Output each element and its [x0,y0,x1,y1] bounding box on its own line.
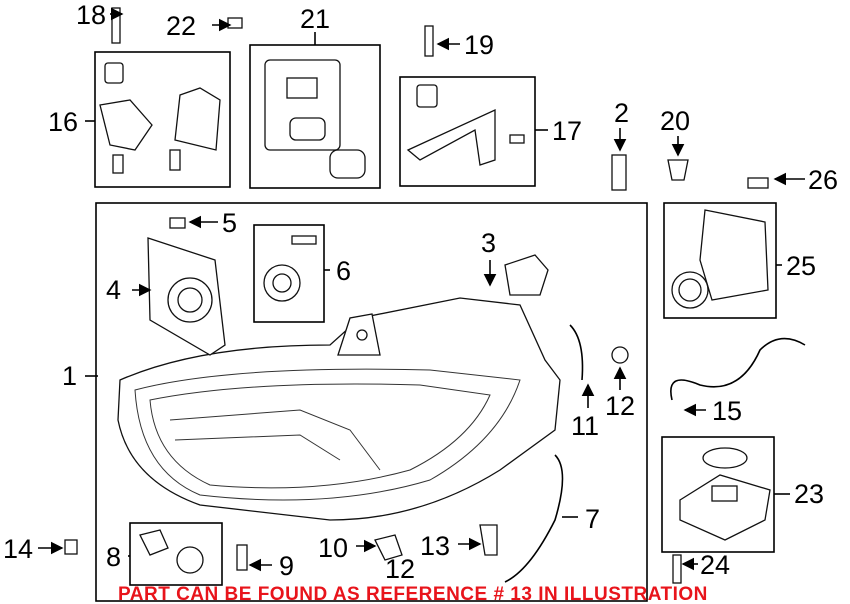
callout-20: 20 [660,106,690,136]
group-box-1 [95,202,648,602]
screw-24 [672,554,682,584]
group-box-25 [663,202,777,319]
headlight-housing [117,297,561,521]
bracket-17 [406,84,525,166]
callout-1: 1 [62,361,77,391]
control-unit-25 [671,209,769,309]
motor-6 [263,235,317,302]
callout-7: 7 [585,504,600,534]
screw-26 [747,177,769,189]
callout-24: 24 [700,550,730,580]
callout-18: 18 [76,0,106,30]
ballast-21 [264,59,366,179]
callout-5: 5 [222,208,237,238]
bulb-3 [504,254,549,296]
group-box-6 [253,224,325,323]
group-box-8 [129,522,223,586]
hose-11 [569,324,584,381]
group-box-17 [399,76,536,187]
connector-8 [139,529,204,574]
screw-14 [64,539,78,555]
callout-19: 19 [464,30,494,60]
plug-12 [611,346,629,364]
screw-2 [611,154,627,191]
leader-lines [38,7,805,572]
callout-23: 23 [794,479,824,509]
callout-10: 10 [318,533,348,563]
callout-14: 14 [3,534,33,564]
callout-15: 15 [712,396,742,426]
screw-9 [236,544,248,571]
callout-22: 22 [166,11,196,41]
clip-20 [667,159,689,181]
callout-26: 26 [808,165,838,195]
callout-4: 4 [106,275,121,305]
elbow-10 [374,534,403,561]
igniter-23 [679,447,771,541]
callout-21: 21 [300,4,330,34]
group-box-16 [94,51,231,188]
callout-2: 2 [614,98,629,128]
callout-17: 17 [552,116,582,146]
callout-8: 8 [106,542,121,572]
callout-12-bottom: 12 [385,554,415,584]
callout-25: 25 [786,251,816,281]
screw-5 [169,217,186,229]
wire-15 [670,337,806,401]
callout-9: 9 [279,551,294,581]
callout-13: 13 [420,531,450,561]
callout-16: 16 [48,107,78,137]
callout-11: 11 [571,411,599,441]
screw-19 [424,25,434,57]
callout-12: 12 [605,391,635,421]
bracket-16 [99,62,221,174]
callout-6: 6 [336,256,351,286]
wire-7 [504,454,564,583]
reference-note: PART CAN BE FOUND AS REFERENCE # 13 IN I… [118,584,708,604]
callout-3: 3 [481,228,496,258]
cover-4 [147,237,226,356]
screw-22 [227,17,243,29]
clip-13 [479,524,498,556]
